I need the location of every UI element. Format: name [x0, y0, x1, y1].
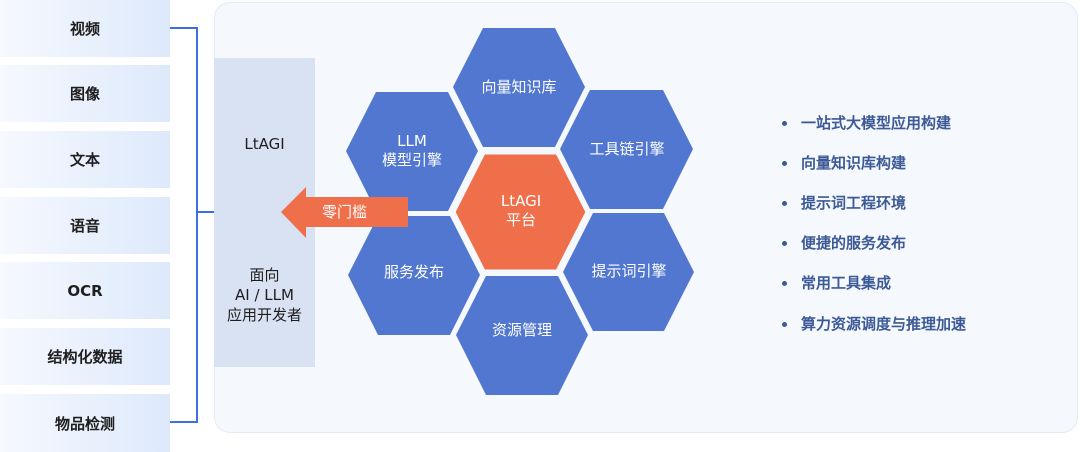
- bracket-connector: [170, 27, 198, 423]
- hex-center-line2: 平台: [505, 211, 536, 229]
- hex-lower-left: [348, 216, 480, 335]
- feature-label: 向量知识库构建: [801, 154, 907, 172]
- hex-center: [452, 151, 589, 273]
- hex-center-line1: LtAGI: [500, 192, 542, 210]
- source-speech: 语音: [0, 197, 170, 254]
- arrow-label: 零门槛: [321, 203, 367, 221]
- bullet-icon: [782, 322, 787, 327]
- hex-top: [453, 28, 585, 147]
- bullet-icon: [782, 161, 787, 166]
- source-text: 文本: [0, 131, 170, 188]
- source-structured-data: 结构化数据: [0, 328, 170, 385]
- feature-label: 常用工具集成: [801, 274, 892, 292]
- developer-box-line2: AI / LLM: [235, 286, 294, 304]
- hex-upper-left-line1: LLM: [397, 132, 427, 150]
- developer-box-line3: 应用开发者: [226, 306, 302, 324]
- hex-upper-left: [346, 92, 478, 211]
- hex-upper-right: [560, 90, 693, 209]
- bullet-icon: [782, 121, 787, 126]
- hex-lower-right: [563, 213, 694, 331]
- bullet-icon: [782, 241, 787, 246]
- source-image: 图像: [0, 65, 170, 122]
- developer-box-title: LtAGI: [244, 135, 285, 153]
- hex-top-label: 向量知识库: [481, 78, 557, 96]
- arrow-shape: [281, 187, 408, 238]
- source-object-detection: 物品检测: [0, 394, 170, 452]
- feature-item: 便捷的服务发布: [782, 232, 906, 253]
- bullet-icon: [782, 201, 787, 206]
- feature-item: 算力资源调度与推理加速: [782, 313, 966, 334]
- hex-bottom: [456, 276, 588, 395]
- feature-label: 算力资源调度与推理加速: [801, 315, 967, 333]
- feature-label: 便捷的服务发布: [801, 234, 907, 252]
- hex-lower-right-label: 提示词引擎: [591, 262, 667, 280]
- hex-upper-left-line2: 模型引擎: [381, 151, 442, 169]
- feature-label: 提示词工程环境: [801, 194, 907, 212]
- feature-label: 一站式大模型应用构建: [801, 114, 952, 132]
- hex-bottom-label: 资源管理: [491, 321, 552, 339]
- source-ocr: OCR: [0, 262, 170, 319]
- source-video: 视频: [0, 0, 170, 57]
- feature-item: 一站式大模型应用构建: [782, 112, 951, 133]
- feature-item: 向量知识库构建: [782, 152, 906, 173]
- feature-item: 提示词工程环境: [782, 192, 906, 213]
- connector-line: [196, 211, 214, 213]
- feature-item: 常用工具集成: [782, 272, 891, 293]
- bullet-icon: [782, 281, 787, 286]
- hex-upper-right-label: 工具链引擎: [589, 140, 665, 158]
- hex-lower-left-label: 服务发布: [383, 263, 444, 281]
- developer-box-line1: 面向: [249, 266, 280, 284]
